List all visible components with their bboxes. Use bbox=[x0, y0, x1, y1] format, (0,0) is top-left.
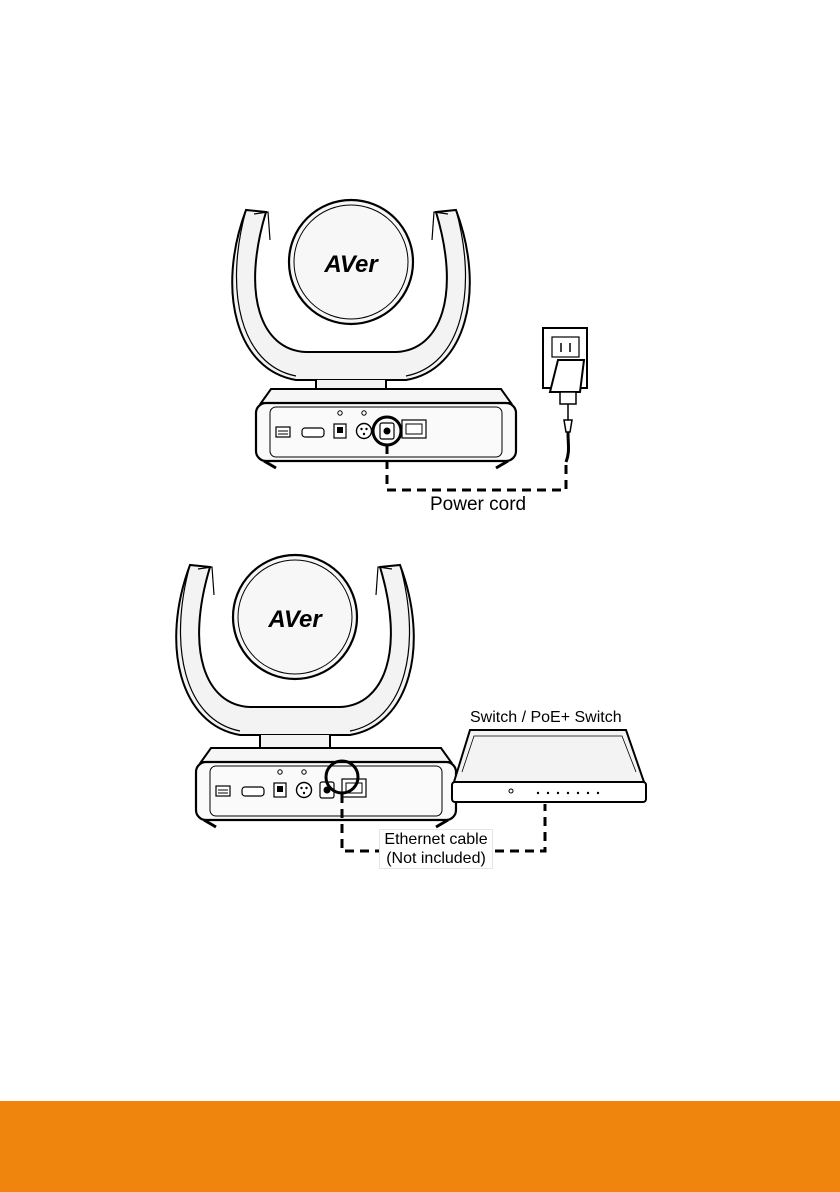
wall-outlet-icon bbox=[543, 328, 587, 462]
ethernet-label-line1: Ethernet cable bbox=[380, 830, 492, 849]
ethernet-cable-label: Ethernet cable (Not included) bbox=[379, 829, 493, 869]
camera-illustration-2 bbox=[176, 555, 414, 753]
camera-illustration-1 bbox=[232, 200, 470, 398]
switch-label: Switch / PoE+ Switch bbox=[470, 709, 622, 727]
power-cord-label: Power cord bbox=[430, 494, 526, 516]
footer-bar bbox=[0, 1101, 840, 1192]
camera-base-1 bbox=[256, 389, 516, 468]
ethernet-label-line2: (Not included) bbox=[380, 849, 492, 868]
camera-base-2 bbox=[196, 748, 456, 827]
network-switch-icon bbox=[452, 730, 646, 802]
